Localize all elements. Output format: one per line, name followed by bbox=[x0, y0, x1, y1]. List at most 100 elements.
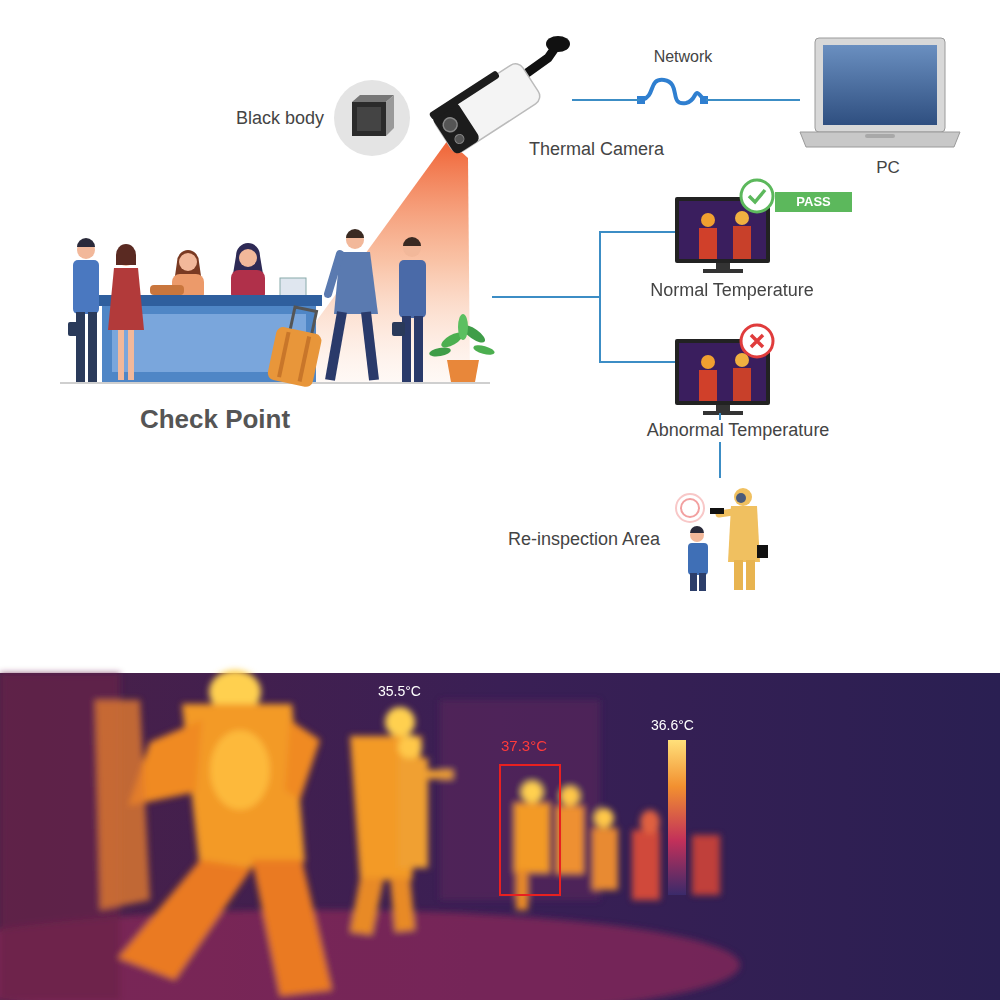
connector-line bbox=[706, 99, 800, 101]
node-caption: Re-inspection Area bbox=[506, 529, 662, 551]
check-point-illustration bbox=[73, 260, 99, 314]
thermal-image bbox=[252, 860, 332, 996]
re-inspection-illustration bbox=[699, 573, 706, 591]
laptop-icon bbox=[823, 45, 937, 125]
black-body-icon bbox=[357, 107, 381, 131]
abnormal-monitor-icon bbox=[703, 411, 743, 415]
thermal-camera-icon bbox=[429, 36, 570, 156]
abnormal-node: Abnormal Temperature bbox=[675, 337, 771, 413]
thermal-camera-icon bbox=[453, 133, 465, 145]
black-body-icon bbox=[352, 102, 386, 136]
thermal-image bbox=[390, 878, 415, 932]
check-point-illustration bbox=[280, 278, 306, 296]
camera-node: Thermal Camera bbox=[440, 32, 572, 162]
check-point-illustration bbox=[458, 314, 468, 340]
check-point-illustration bbox=[447, 360, 479, 382]
re-inspection-illustration bbox=[690, 573, 697, 591]
thermal-camera-icon bbox=[429, 57, 543, 156]
thermal-camera-icon bbox=[441, 115, 460, 134]
re-inspection-illustration bbox=[690, 526, 704, 533]
temperature-label: 37.3°C bbox=[501, 737, 547, 755]
thermal-image bbox=[668, 740, 686, 895]
check-point-illustration bbox=[88, 312, 97, 382]
check-point-illustration bbox=[179, 253, 197, 271]
pc-node: PC bbox=[800, 36, 960, 150]
black-body-icon bbox=[386, 95, 394, 136]
thermal-image bbox=[385, 707, 415, 737]
check-point-illustration bbox=[175, 250, 201, 276]
re-inspection-illustration bbox=[736, 493, 746, 503]
re-inspection-illustration bbox=[676, 488, 768, 591]
thermal-image bbox=[350, 878, 384, 935]
laptop-icon bbox=[800, 132, 960, 147]
abnormal-monitor-icon bbox=[733, 368, 751, 401]
abnormal-monitor-icon bbox=[741, 325, 773, 357]
thermal-image bbox=[0, 670, 740, 1000]
check-point-illustration bbox=[118, 330, 124, 380]
check-point-illustration bbox=[233, 243, 263, 274]
abnormal-monitor-icon bbox=[751, 335, 763, 347]
check-point-illustration bbox=[277, 332, 290, 378]
normal-monitor-icon bbox=[735, 211, 749, 225]
normal-monitor-icon bbox=[675, 180, 773, 273]
re-inspection-illustration bbox=[688, 543, 708, 575]
thermal-image bbox=[425, 770, 453, 779]
network-node: Network bbox=[640, 74, 706, 114]
black-body-node: Black body bbox=[334, 80, 410, 156]
thermal-image bbox=[0, 670, 1000, 1000]
re-inspection-illustration bbox=[676, 494, 704, 522]
node-caption: Check Point bbox=[138, 404, 292, 435]
check-point-illustration bbox=[116, 244, 136, 265]
re-inspection-node: Re-inspection Area bbox=[678, 478, 778, 592]
node-caption: Network bbox=[652, 47, 715, 66]
abnormal-monitor-icon bbox=[699, 370, 717, 401]
check-point-illustration bbox=[68, 322, 82, 336]
network-cable-icon bbox=[637, 80, 708, 104]
re-inspection-illustration bbox=[734, 488, 752, 506]
pass-badge: PASS bbox=[775, 192, 852, 212]
laptop-icon bbox=[865, 134, 895, 138]
thermal-image bbox=[285, 720, 320, 800]
check-point-illustration bbox=[328, 254, 340, 294]
thermal-image bbox=[594, 808, 614, 828]
check-point-illustration bbox=[330, 312, 342, 380]
thermal-image bbox=[398, 758, 428, 868]
check-point-illustration bbox=[108, 268, 144, 330]
node-caption: Black body bbox=[234, 108, 326, 130]
thermal-image bbox=[640, 810, 660, 834]
normal-node: Normal TemperaturePASS bbox=[675, 195, 771, 273]
check-point-illustration bbox=[77, 238, 95, 247]
check-point-illustration bbox=[346, 229, 364, 238]
temperature-label: 35.5°C bbox=[378, 683, 421, 700]
check-point-illustration bbox=[266, 326, 322, 388]
abnormal-monitor-icon bbox=[701, 355, 715, 369]
network-cable-icon bbox=[642, 80, 704, 103]
check-point-node: Check Point bbox=[60, 232, 492, 386]
thermal-image bbox=[398, 735, 422, 759]
thermal-image bbox=[514, 803, 550, 873]
re-inspection-illustration bbox=[710, 508, 724, 514]
check-point-illustration bbox=[128, 330, 134, 380]
thermal-image bbox=[632, 830, 660, 900]
re-inspection-illustration bbox=[746, 560, 755, 590]
thermal-image bbox=[210, 730, 270, 810]
laptop-icon bbox=[815, 38, 945, 132]
re-inspection-illustration bbox=[734, 560, 743, 590]
thermal-image bbox=[516, 870, 528, 910]
laptop-icon bbox=[800, 38, 960, 147]
connector-line bbox=[492, 297, 675, 362]
check-point-illustration bbox=[266, 304, 327, 388]
normal-monitor-icon bbox=[703, 269, 743, 273]
thermal-image bbox=[592, 828, 618, 890]
connector-line bbox=[572, 99, 640, 101]
black-body-icon bbox=[334, 80, 410, 156]
check-point-illustration bbox=[298, 336, 311, 382]
normal-monitor-icon bbox=[741, 180, 773, 212]
re-inspection-illustration bbox=[757, 545, 768, 558]
node-caption: PC bbox=[874, 158, 902, 178]
check-point-illustration bbox=[428, 346, 451, 358]
thermal-image bbox=[500, 765, 560, 895]
check-point-illustration bbox=[290, 307, 316, 333]
thermal-camera-icon bbox=[429, 70, 500, 120]
